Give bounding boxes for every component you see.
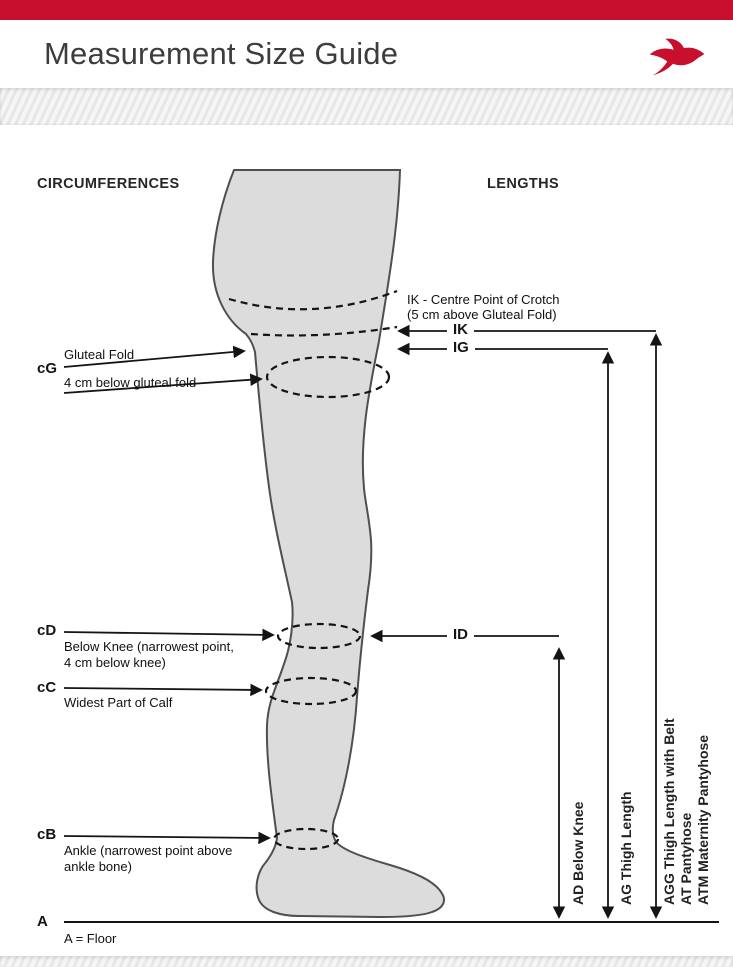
cd-arrow	[63, 628, 275, 642]
cc-arrow	[63, 683, 263, 697]
leg-silhouette	[211, 169, 445, 919]
footer-stripe-band	[0, 956, 733, 967]
page-title: Measurement Size Guide	[44, 36, 399, 71]
cb-code: cB	[37, 826, 57, 843]
ag-vertical-label: AG Thigh Length	[618, 791, 634, 905]
cc-circumference-ellipse	[264, 676, 358, 706]
gluteal-fold-arrow	[63, 345, 246, 368]
agg-vertical-label: AGG Thigh Length with Belt	[661, 718, 677, 905]
header-stripe-band	[0, 88, 733, 125]
cd-circumference-ellipse	[276, 622, 362, 650]
hip-dashed-curve	[228, 289, 398, 311]
cb-circumference-ellipse	[272, 827, 340, 851]
gluteal-fold-dashed-line	[250, 325, 398, 337]
cc-label: Widest Part of Calf	[64, 695, 173, 710]
cb-label: Ankle (narrowest point above ankle bone)	[64, 843, 233, 875]
swallow-logo-icon	[649, 38, 705, 76]
cg-code: cG	[37, 360, 58, 377]
cg-label-line2: 4 cm below gluteal fold	[64, 375, 197, 390]
a-floor-label: A = Floor	[64, 931, 117, 946]
a-code: A	[37, 913, 48, 930]
cc-code: cC	[37, 679, 57, 696]
ad-vertical-label: AD Below Knee	[570, 801, 586, 905]
cg-label-line1: Gluteal Fold	[64, 347, 135, 362]
ik-note-line1: IK - Centre Point of Crotch	[407, 292, 560, 307]
cg-arrow	[63, 373, 263, 394]
ik-label: IK	[447, 321, 474, 338]
lengths-heading: LENGTHS	[487, 176, 560, 192]
ik-note-line2: (5 cm above Gluteal Fold)	[407, 307, 557, 322]
cd-label: Below Knee (narrowest point, 4 cm below …	[64, 639, 234, 671]
cd-code: cD	[37, 622, 57, 639]
header-accent-bar	[0, 0, 733, 20]
id-label: ID	[447, 626, 474, 643]
circumferences-heading: CIRCUMFERENCES	[37, 176, 180, 192]
cg-circumference-ellipse	[265, 355, 391, 399]
at-vertical-label: AT Pantyhose	[678, 812, 694, 905]
swallow-logo-shape	[649, 38, 705, 76]
ig-label: IG	[447, 339, 475, 356]
atm-vertical-label: ATM Maternity Pantyhose	[695, 734, 711, 905]
cb-arrow	[63, 831, 271, 845]
